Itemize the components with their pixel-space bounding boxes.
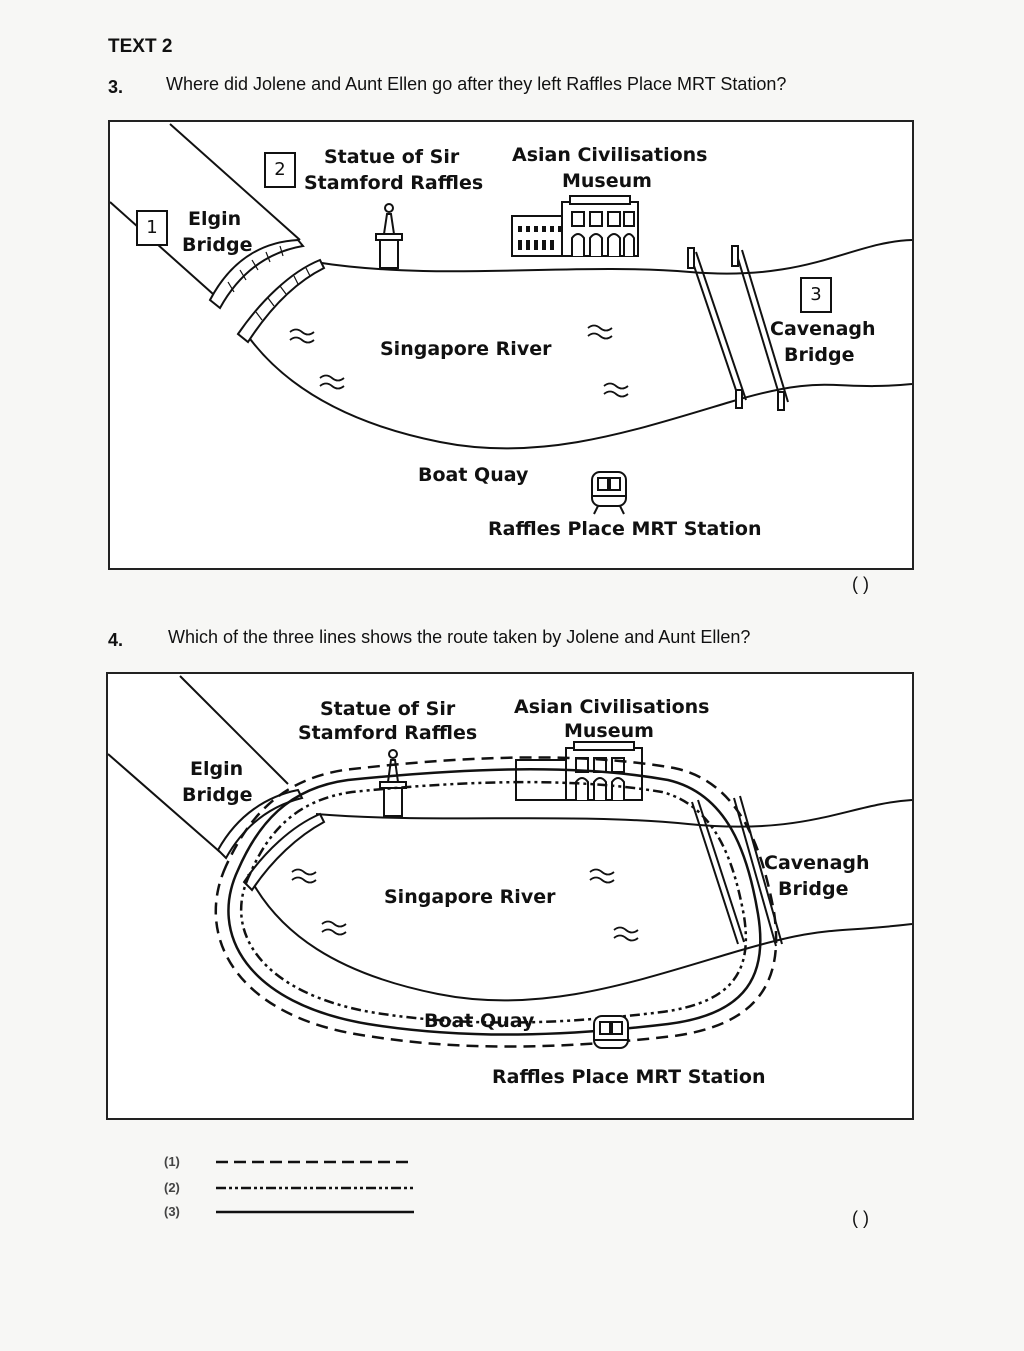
statue-label-1: Statue of Sir — [324, 146, 460, 168]
museum-label-1: Asian Civilisations — [514, 696, 710, 718]
marker-box-3: 3 — [800, 277, 832, 313]
river-label: Singapore River — [380, 338, 552, 360]
river-label: Singapore River — [384, 886, 556, 908]
statue-icon — [375, 203, 403, 269]
cavenagh-label-2: Bridge — [784, 344, 855, 366]
river-wave-icon — [291, 868, 639, 942]
q3-number: 3. — [108, 77, 124, 97]
map-q3: 1 2 3 Elgin Bridge Statue of Sir Stamfor… — [108, 120, 914, 570]
q3-text: Where did Jolene and Aunt Ellen go after… — [166, 74, 787, 94]
river-wave-icon — [289, 324, 629, 398]
route-line-dashed — [214, 756, 778, 1048]
museum-icon — [515, 741, 643, 801]
museum-icon — [511, 195, 639, 257]
river-bank-upper-left — [179, 675, 289, 785]
legend-label-3: (3) — [164, 1204, 180, 1219]
map-q3-drawing — [110, 123, 912, 515]
river-bank-upper-left — [169, 123, 301, 241]
statue-label-2: Stamford Raffles — [304, 172, 484, 194]
legend-line-dashed — [216, 1160, 414, 1164]
elgin-label-2: Bridge — [182, 784, 253, 806]
elgin-bridge-icon — [216, 788, 326, 892]
cavenagh-bridge-icon — [687, 245, 789, 411]
boat-quay-label: Boat Quay — [424, 1010, 535, 1032]
museum-label-2: Museum — [562, 170, 652, 192]
route-line-solid — [227, 768, 762, 1036]
cavenagh-label-2: Bridge — [778, 878, 849, 900]
boat-quay-label: Boat Quay — [418, 464, 529, 486]
mrt-label: Raffles Place MRT Station — [492, 1066, 766, 1088]
q4-text: Which of the three lines shows the route… — [168, 627, 751, 647]
elgin-label-1: Elgin — [188, 208, 242, 230]
river-bank-lower-left — [110, 201, 223, 303]
mrt-train-icon — [593, 1015, 629, 1049]
q3-answer-bracket[interactable]: ( ) — [852, 574, 869, 594]
mrt-train-icon — [591, 471, 627, 515]
river-bank-lower-left — [108, 753, 221, 853]
cavenagh-label-1: Cavenagh — [764, 852, 870, 874]
museum-label-1: Asian Civilisations — [512, 144, 708, 166]
legend-line-dash-dot — [216, 1186, 414, 1190]
museum-label-2: Museum — [564, 720, 654, 742]
map-q4-drawing — [108, 675, 912, 1049]
elgin-label-1: Elgin — [190, 758, 244, 780]
route-line-dash-dot — [240, 780, 748, 1024]
marker-box-2: 2 — [264, 152, 296, 188]
elgin-bridge-icon — [208, 238, 326, 344]
statue-icon — [379, 749, 407, 817]
section-title: TEXT 2 — [108, 36, 173, 57]
marker-box-1: 1 — [136, 210, 168, 246]
cavenagh-label-1: Cavenagh — [770, 318, 876, 340]
statue-label-1: Statue of Sir — [320, 698, 456, 720]
statue-label-2: Stamford Raffles — [298, 722, 478, 744]
q4-answer-bracket[interactable]: ( ) — [852, 1208, 869, 1228]
q4-number: 4. — [108, 630, 124, 650]
legend-label-1: (1) — [164, 1154, 180, 1169]
river-bank-bottom — [244, 331, 912, 450]
legend-label-2: (2) — [164, 1180, 180, 1195]
legend-line-solid — [216, 1210, 414, 1214]
elgin-label-2: Bridge — [182, 234, 253, 256]
map-q4: Elgin Bridge Statue of Sir Stamford Raff… — [106, 672, 914, 1120]
river-bank-top — [314, 239, 912, 275]
mrt-label: Raffles Place MRT Station — [488, 518, 762, 540]
